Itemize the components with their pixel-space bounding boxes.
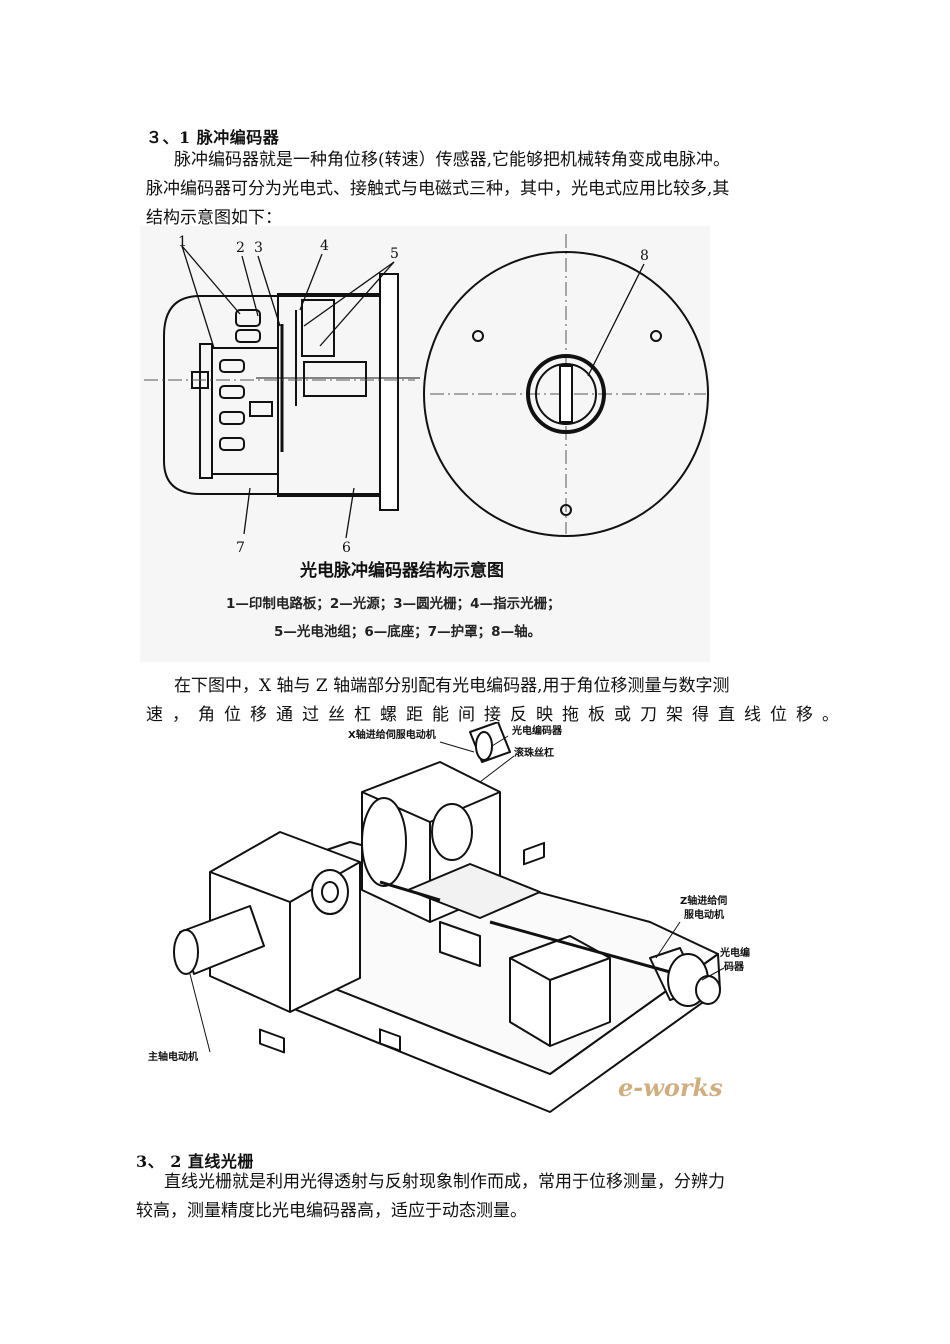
label-encoder-right-line2: 码器: [724, 961, 745, 973]
callout-1: 1: [178, 234, 187, 250]
callout-4: 4: [320, 238, 329, 254]
callout-7: 7: [236, 540, 245, 556]
para-line: 脉冲编码器可分为光电式、接触式与电磁式三种，其中，光电式应用比较多,其: [146, 179, 730, 199]
intro-paragraph: 脉冲编码器就是一种角位移(转速）传感器,它能够把机械转角变成电脉冲。 脉冲编码器…: [146, 146, 816, 233]
para-line: 较高，测量精度比光电编码器高，适应于动态测量。: [136, 1201, 527, 1221]
callout-8: 8: [640, 248, 649, 264]
para-line: 直线光栅就是利用光得透射与反射现象制作而成，常用于位移测量，分辨力: [164, 1172, 725, 1192]
section-heading-pulse-encoder: ３、1 脉冲编码器: [146, 128, 280, 147]
lathe-paragraph: 在下图中，X 轴与 Z 轴端部分别配有光电编码器,用于角位移测量与数字测 速，角…: [146, 672, 848, 730]
encoder-structure-diagram: 1 2 3 4 5 6 7 8 光电脉冲编码器结构示意图 1—印制电路板；2—光…: [140, 226, 710, 662]
figure1-caption: 光电脉冲编码器结构示意图: [299, 560, 504, 581]
label-spindle-motor: 主轴电动机: [148, 1050, 198, 1063]
callout-3: 3: [254, 240, 263, 256]
label-encoder-top: 光电编码器: [511, 724, 563, 737]
section-heading-linear-grating: 3、 2 直线光栅: [136, 1152, 254, 1171]
encoder-structure-figure: 1 2 3 4 5 6 7 8 光电脉冲编码器结构示意图 1—印制电路板；2—光…: [140, 226, 710, 662]
cnc-lathe-diagram: X轴进给伺服电动机 光电编码器 滚珠丝杠 Z轴进给伺 服电动机 光电编 码器 主…: [148, 722, 750, 1113]
figure1-legend-line2: 5—光电池组；6—底座；7—护罩；8—轴。: [274, 623, 541, 640]
label-encoder-right-line1: 光电编: [719, 946, 750, 959]
linear-grating-paragraph: 直线光栅就是利用光得透射与反射现象制作而成，常用于位移测量，分辨力 较高，测量精…: [136, 1168, 816, 1226]
label-z-servo-line1: Z轴进给伺: [680, 894, 727, 907]
para-line: 速，角位移通过丝杠螺距能间接反映拖板或刀架得直线位移。: [146, 705, 848, 725]
para-line: 在下图中，X 轴与 Z 轴端部分别配有光电编码器,用于角位移测量与数字测: [174, 676, 730, 696]
para-line: 脉冲编码器就是一种角位移(转速）传感器,它能够把机械转角变成电脉冲。: [174, 150, 731, 170]
figure1-legend-line1: 1—印制电路板；2—光源；3—圆光栅；4—指示光栅；: [226, 595, 561, 612]
label-x-servo-motor: X轴进给伺服电动机: [348, 728, 436, 741]
cnc-lathe-figure: X轴进给伺服电动机 光电编码器 滚珠丝杠 Z轴进给伺 服电动机 光电编 码器 主…: [140, 722, 760, 1122]
label-ball-screw: 滚珠丝杠: [514, 746, 554, 759]
para-line: 结构示意图如下：: [146, 208, 282, 228]
eworks-watermark-logo: e-works: [618, 1073, 723, 1102]
callout-2: 2: [236, 240, 245, 256]
label-z-servo-line2: 服电动机: [684, 908, 724, 921]
callout-6: 6: [342, 540, 351, 556]
callout-5: 5: [390, 246, 399, 262]
